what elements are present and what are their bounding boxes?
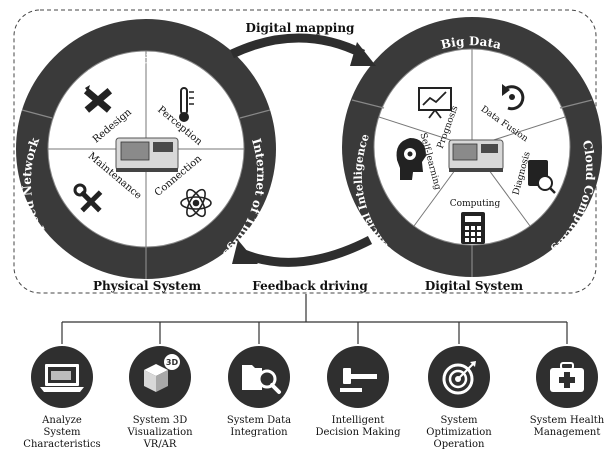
app-decision-making — [327, 346, 389, 408]
digital-system-caption: Digital System — [425, 279, 524, 293]
thermometer-icon — [179, 87, 194, 122]
connector-tree — [61, 294, 568, 344]
app-health-management — [536, 346, 598, 408]
app-label-line: Management — [534, 427, 601, 438]
digital-mapping-label: Digital mapping — [246, 21, 356, 35]
cnc-machine-image — [115, 137, 179, 172]
feedback-driving-arrow — [232, 235, 373, 267]
pencil-ruler-icon — [83, 85, 113, 113]
app-3d-visualization: 3D — [129, 346, 191, 408]
digital-mapping-arrow — [230, 33, 376, 66]
app-label-line: VR/AR — [143, 439, 177, 450]
head-gear-icon — [396, 138, 426, 180]
sector-label-computing: Computing — [450, 199, 501, 209]
app-label-line: System — [440, 415, 478, 426]
feedback-driving-label: Feedback driving — [252, 279, 368, 293]
app-optimization — [428, 346, 490, 408]
app-analyze-system — [31, 346, 93, 408]
app-label-line: Optimization — [426, 427, 492, 438]
physical-system-caption: Physical System — [93, 279, 201, 293]
atom-icon — [180, 188, 212, 218]
digital-machine-image — [448, 139, 504, 172]
applications-row: 3D — [31, 346, 598, 408]
cube-3d-icon: 3D — [144, 354, 180, 392]
app-label-line: Intelligent — [332, 415, 385, 426]
digital-ring-sep-1 — [351, 99, 385, 109]
physical-ring-sep-1 — [21, 109, 53, 119]
physical-system-wheel: Advanced Sensing Internet of Things High… — [16, 19, 276, 279]
app-label-line: Characteristics — [23, 439, 100, 450]
laptop-icon — [40, 364, 84, 392]
app-label-line: Decision Making — [315, 427, 401, 438]
app-label-line: System 3D — [133, 415, 188, 426]
app-label-line: System Data — [227, 415, 291, 426]
physical-ring-sep-2 — [239, 109, 271, 119]
target-icon — [442, 361, 476, 395]
folder-search-icon — [242, 365, 281, 394]
application-labels: Analyze System Characteristics System 3D… — [23, 415, 605, 450]
app-data-integration — [228, 346, 290, 408]
app-label-line: Analyze — [41, 415, 82, 426]
app-label-line: Integration — [230, 427, 288, 438]
app-label-line: Visualization — [126, 427, 193, 438]
digital-system-wheel: Big Data Cloud Computing Artificial Inte… — [342, 17, 602, 277]
app-label-line: System — [43, 427, 81, 438]
refresh-cycle-icon — [502, 84, 525, 111]
presentation-chart-icon — [418, 87, 452, 119]
medical-kit-icon — [550, 362, 584, 392]
badge-3d: 3D — [166, 358, 179, 367]
diagnosis-search-icon — [528, 160, 556, 194]
app-label-line: System Health — [530, 415, 605, 426]
calculator-icon — [461, 212, 485, 244]
digital-ring-sep-2 — [559, 99, 593, 109]
gavel-icon — [340, 368, 377, 392]
app-label-line: Operation — [434, 439, 485, 450]
wrench-screwdriver-icon — [73, 183, 103, 213]
